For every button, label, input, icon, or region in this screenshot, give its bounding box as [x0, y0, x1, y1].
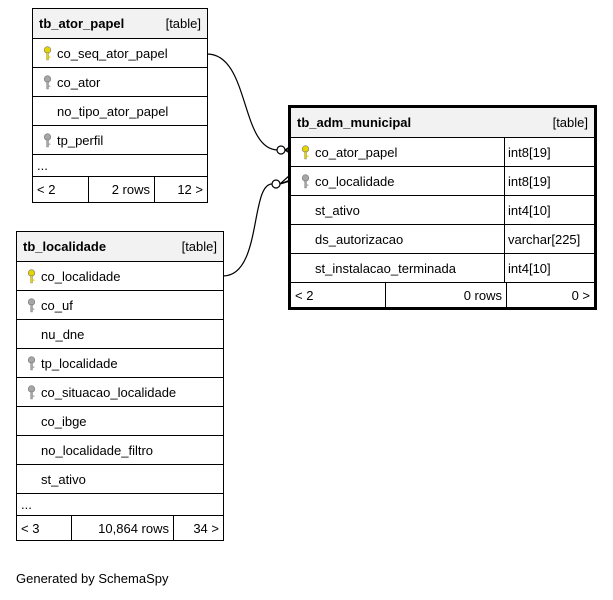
table-name: tb_localidade: [23, 239, 107, 254]
footer-rows: 0 rows: [386, 283, 507, 307]
primary-key-icon: [295, 144, 315, 160]
column-name: st_ativo: [315, 202, 360, 218]
generated-by-note: Generated by SchemaSpy: [16, 571, 169, 586]
footer-parents: < 2: [33, 177, 89, 202]
foreign-key-icon: [37, 74, 57, 90]
column-cell: st_ativo: [17, 465, 223, 493]
column-name: st_instalacao_terminada: [315, 260, 456, 276]
column-row[interactable]: co_localidade int8[19]: [291, 167, 594, 196]
footer-children: 0 >: [571, 287, 590, 303]
column-name: tp_perfil: [57, 132, 104, 148]
column-type: int4[10]: [504, 254, 594, 282]
column-row[interactable]: co_ibge: [17, 407, 223, 436]
foreign-key-icon: [21, 384, 41, 400]
column-cell: no_localidade_filtro: [17, 436, 223, 464]
column-cell: no_tipo_ator_papel: [33, 97, 207, 125]
column-cell: st_instalacao_terminada: [291, 254, 504, 282]
column-row[interactable]: no_tipo_ator_papel: [33, 97, 207, 126]
column-row[interactable]: co_situacao_localidade: [17, 378, 223, 407]
footer-rows: 2 rows: [89, 177, 155, 202]
foreign-key-icon: [21, 355, 41, 371]
column-cell: co_localidade: [17, 262, 223, 290]
foreign-key-icon: [21, 297, 41, 313]
primary-key-icon: [37, 45, 57, 61]
column-cell: nu_dne: [17, 320, 223, 348]
column-type: int8[19]: [504, 138, 594, 166]
ellipsis: ...: [21, 497, 32, 512]
column-cell: co_localidade: [291, 167, 504, 195]
column-cell: ds_autorizacao: [291, 225, 504, 253]
more-columns-row: ...: [17, 494, 223, 516]
column-row[interactable]: ds_autorizacao varchar[225]: [291, 225, 594, 254]
footer-parents: < 3: [17, 516, 72, 540]
column-type: varchar[225]: [504, 225, 594, 253]
column-name: nu_dne: [41, 326, 85, 342]
footer-rows: 10,864 rows: [72, 516, 174, 540]
table-name: tb_adm_municipal: [297, 115, 412, 130]
column-name: co_localidade: [41, 268, 121, 284]
column-cell: tp_perfil: [33, 126, 207, 154]
table-header: tb_ator_papel [table]: [33, 9, 207, 39]
column-cell: co_situacao_localidade: [17, 378, 223, 406]
column-row[interactable]: no_localidade_filtro: [17, 436, 223, 465]
column-row[interactable]: st_ativo int4[10]: [291, 196, 594, 225]
column-row[interactable]: st_instalacao_terminada int4[10]: [291, 254, 594, 283]
table-tag: [table]: [165, 16, 201, 31]
column-cell: co_uf: [17, 291, 223, 319]
column-row[interactable]: tp_perfil: [33, 126, 207, 155]
column-row[interactable]: co_ator: [33, 68, 207, 97]
column-name: co_ibge: [41, 413, 87, 429]
column-name: no_localidade_filtro: [41, 442, 154, 458]
connector-localidade-to-adm: [222, 183, 273, 277]
connector-ator-papel-to-adm: [206, 53, 279, 151]
footer-children: 12 >: [177, 182, 203, 197]
column-row[interactable]: nu_dne: [17, 320, 223, 349]
column-cell: co_ator_papel: [291, 138, 504, 166]
table-tag: [table]: [552, 115, 588, 130]
column-cell: st_ativo: [291, 196, 504, 224]
column-name: co_situacao_localidade: [41, 384, 177, 400]
column-row[interactable]: co_ator_papel int8[19]: [291, 138, 594, 167]
table-header: tb_localidade [table]: [17, 232, 223, 262]
column-row[interactable]: tp_localidade: [17, 349, 223, 378]
ellipsis: ...: [37, 158, 48, 173]
table-footer: < 2 2 rows 12 >: [33, 177, 207, 202]
column-name: co_uf: [41, 297, 73, 313]
foreign-key-icon: [37, 132, 57, 148]
foreign-key-icon: [295, 173, 315, 189]
column-row[interactable]: co_seq_ator_papel: [33, 39, 207, 68]
table-header: tb_adm_municipal [table]: [291, 108, 594, 138]
column-name: no_tipo_ator_papel: [57, 103, 169, 119]
column-row[interactable]: st_ativo: [17, 465, 223, 494]
column-cell: co_seq_ator_papel: [33, 39, 207, 67]
column-row[interactable]: co_localidade: [17, 262, 223, 291]
column-name: co_seq_ator_papel: [57, 45, 168, 61]
column-name: co_localidade: [315, 173, 395, 189]
footer-children: 34 >: [193, 520, 219, 536]
column-name: tp_localidade: [41, 355, 118, 371]
table-footer: < 2 0 rows 0 >: [291, 283, 594, 307]
footer-parents: < 2: [291, 283, 386, 307]
column-type: int4[10]: [504, 196, 594, 224]
column-name: st_ativo: [41, 471, 86, 487]
column-name: co_ator_papel: [315, 144, 398, 160]
column-name: co_ator: [57, 74, 101, 90]
connector-ator-papel-optional-marker: [276, 145, 286, 155]
more-columns-row: ...: [33, 155, 207, 177]
table-footer: < 3 10,864 rows 34 >: [17, 516, 223, 540]
table-tag: [table]: [181, 239, 217, 254]
connector-localidade-optional-marker: [271, 179, 281, 189]
column-type: int8[19]: [504, 167, 594, 195]
primary-key-icon: [21, 268, 41, 284]
column-row[interactable]: co_uf: [17, 291, 223, 320]
column-cell: co_ator: [33, 68, 207, 96]
table-name: tb_ator_papel: [39, 16, 125, 31]
column-cell: tp_localidade: [17, 349, 223, 377]
column-name: ds_autorizacao: [315, 231, 404, 247]
column-cell: co_ibge: [17, 407, 223, 435]
table-tb-localidade[interactable]: tb_localidade [table] co_localidade co_uf…: [16, 231, 224, 541]
